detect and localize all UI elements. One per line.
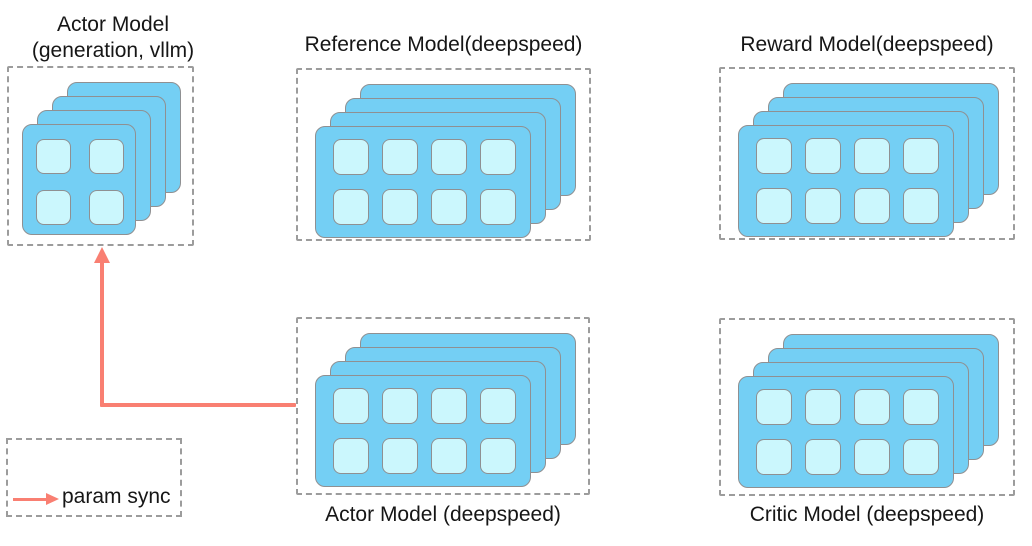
gpu-cell <box>854 389 890 425</box>
param-sync-arrowhead-icon <box>94 247 110 263</box>
gpu-cell <box>382 438 418 474</box>
param-sync-arrow-horizontal <box>100 403 296 407</box>
gpu-cell <box>903 389 939 425</box>
reference-model-title: Reference Model(deepspeed) <box>304 33 583 56</box>
gpu-cell <box>480 189 516 225</box>
critic-model-title: Critic Model (deepspeed) <box>749 503 985 526</box>
gpu-cell <box>903 138 939 174</box>
reward-model-title: Reward Model(deepspeed) <box>740 33 994 56</box>
gpu-cell <box>333 388 369 424</box>
gpu-cell <box>382 189 418 225</box>
gpu-cell <box>854 188 890 224</box>
gpu-cell <box>333 139 369 175</box>
gpu-cell <box>480 388 516 424</box>
actor-deepspeed-title: Actor Model (deepspeed) <box>325 503 561 526</box>
actor-deepspeed-box <box>296 317 590 495</box>
gpu-cell <box>431 438 467 474</box>
gpu-cell <box>756 389 792 425</box>
legend-label: param sync <box>62 485 171 508</box>
legend-arrow-line <box>13 497 47 501</box>
gpu-cell <box>431 388 467 424</box>
reference-model-box <box>296 68 591 241</box>
gpu-cell <box>903 188 939 224</box>
gpu-cell <box>89 139 124 174</box>
gpu-cell <box>756 188 792 224</box>
param-sync-legend-arrow-icon <box>13 493 59 505</box>
gpu-cell <box>805 188 841 224</box>
gpu-cell <box>431 139 467 175</box>
gpu-card <box>738 125 954 237</box>
legend-box: param sync <box>6 438 182 517</box>
gpu-card <box>738 376 954 488</box>
gpu-card <box>315 375 531 487</box>
gpu-cell <box>333 189 369 225</box>
actor-vllm-title: Actor Model (generation, vllm) <box>13 12 213 64</box>
actor-vllm-box <box>7 66 194 246</box>
critic-model-box <box>719 318 1015 496</box>
gpu-card <box>22 124 136 235</box>
gpu-cell <box>89 190 124 225</box>
gpu-cell <box>805 439 841 475</box>
gpu-cell <box>36 139 71 174</box>
gpu-card <box>315 126 531 238</box>
actor-vllm-title-line2: (generation, vllm) <box>31 39 195 62</box>
gpu-cell <box>382 388 418 424</box>
actor-vllm-title-line1: Actor Model <box>56 13 170 36</box>
param-sync-arrow-vertical <box>100 261 104 406</box>
gpu-cell <box>805 389 841 425</box>
gpu-cell <box>36 190 71 225</box>
gpu-cell <box>854 439 890 475</box>
legend-arrowhead-icon <box>46 493 59 505</box>
gpu-cell <box>480 438 516 474</box>
gpu-cell <box>903 439 939 475</box>
gpu-cell <box>431 189 467 225</box>
gpu-cell <box>756 138 792 174</box>
gpu-cell <box>854 138 890 174</box>
reward-model-box <box>719 67 1015 240</box>
gpu-cell <box>480 139 516 175</box>
gpu-cell <box>333 438 369 474</box>
gpu-cell <box>756 439 792 475</box>
gpu-cell <box>382 139 418 175</box>
gpu-cell <box>805 138 841 174</box>
